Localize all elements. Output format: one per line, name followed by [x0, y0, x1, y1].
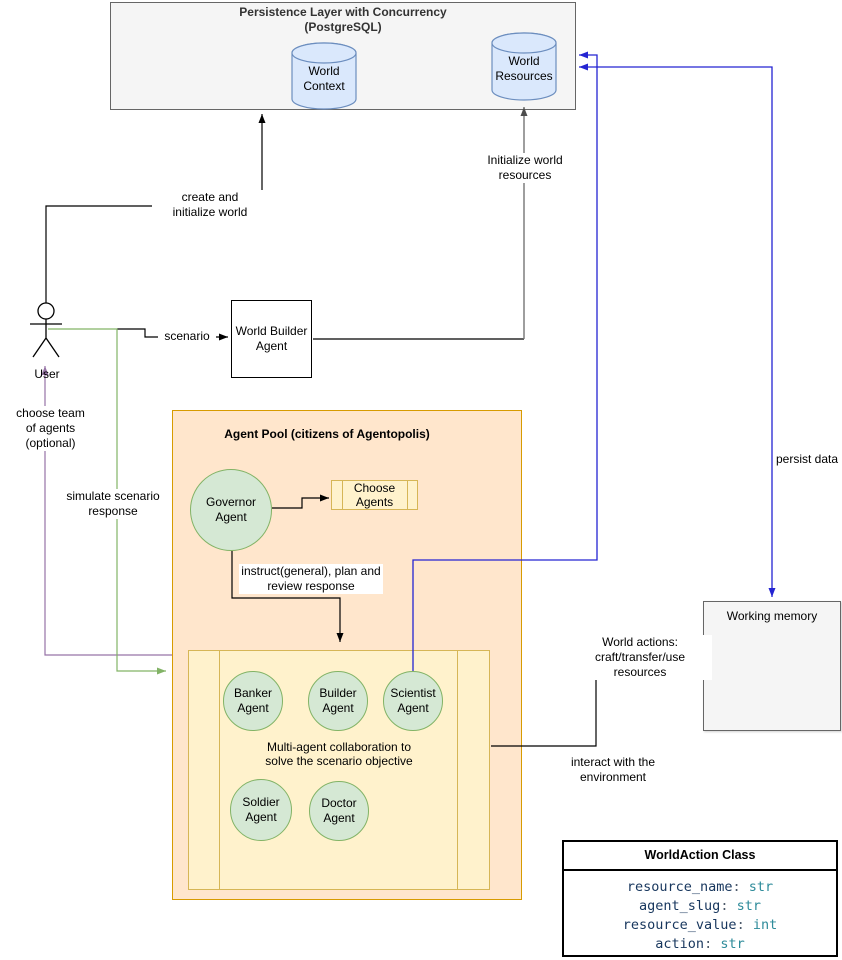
- world-context-database-cylinder-icon: World Context: [291, 42, 357, 110]
- edge-label-interact: interact with the environment: [570, 755, 656, 784]
- user-actor-label: User: [34, 367, 60, 381]
- field-separator: :: [736, 917, 753, 933]
- field-type: int: [752, 917, 778, 933]
- world-builder-agent-box: World Builder Agent: [231, 300, 312, 378]
- process-bar-left: [342, 481, 343, 509]
- arrow-persist-data: [579, 63, 776, 597]
- field-type: str: [720, 936, 745, 952]
- field-separator: :: [732, 879, 749, 895]
- persistence-layer-title: Persistence Layer with Concurrency (Post…: [239, 5, 447, 34]
- edge-label-simulate: simulate scenario response: [56, 489, 170, 519]
- field-name: action: [655, 936, 705, 952]
- builder-agent-node: Builder Agent: [308, 671, 368, 731]
- user-actor-icon: [30, 302, 62, 358]
- working-memory-label: Working memory: [726, 609, 818, 623]
- edge-label-create-initialize: create and initialize world: [152, 190, 268, 220]
- edge-label-scenario: scenario: [158, 329, 216, 344]
- world-resources-database-cylinder-icon: World Resources: [491, 32, 557, 101]
- field-type: str: [736, 898, 761, 914]
- world-action-fields: resource_name: str agent_slug: str resou…: [564, 871, 836, 954]
- field-row: action: str: [564, 935, 836, 954]
- world-resources-label: World Resources: [495, 54, 553, 83]
- edge-label-initialize-resources: Initialize world resources: [469, 153, 581, 183]
- field-name: agent_slug: [639, 898, 721, 914]
- choose-agents-process-box: Choose Agents: [331, 480, 418, 510]
- edge-label-choose-team: choose team of agents (optional): [0, 406, 101, 451]
- field-row: resource_value: int: [564, 916, 836, 935]
- field-row: agent_slug: str: [564, 897, 836, 916]
- collaboration-note: Multi-agent collaboration to solve the s…: [265, 740, 413, 768]
- agent-pool-title: Agent Pool (citizens of Agentopolis): [224, 427, 430, 441]
- world-context-label: World Context: [303, 64, 345, 93]
- field-row: resource_name: str: [564, 878, 836, 897]
- field-name: resource_name: [626, 879, 733, 895]
- field-type: str: [748, 879, 774, 895]
- doctor-agent-node: Doctor Agent: [309, 781, 369, 841]
- field-name: resource_value: [622, 917, 737, 933]
- soldier-agent-node: Soldier Agent: [230, 779, 292, 841]
- world-action-class-title: WorldAction Class: [564, 842, 836, 871]
- banker-agent-node: Banker Agent: [223, 671, 283, 731]
- world-action-class-box: WorldAction Class resource_name: str age…: [562, 840, 838, 957]
- edge-label-world-actions: World actions: craft/transfer/use resour…: [568, 635, 712, 680]
- field-separator: :: [704, 936, 721, 952]
- process-bar-right: [457, 651, 458, 889]
- working-memory-box: Working memory: [703, 601, 841, 731]
- scientist-agent-node: Scientist Agent: [383, 671, 443, 731]
- process-bar-left: [219, 651, 220, 889]
- field-separator: :: [720, 898, 737, 914]
- choose-agents-label: Choose Agents: [353, 481, 396, 509]
- edge-label-persist-data: persist data: [776, 452, 839, 466]
- edge-label-instruct: instruct(general), plan and review respo…: [239, 564, 383, 594]
- governor-agent-node: Governor Agent: [190, 469, 272, 551]
- process-bar-right: [407, 481, 408, 509]
